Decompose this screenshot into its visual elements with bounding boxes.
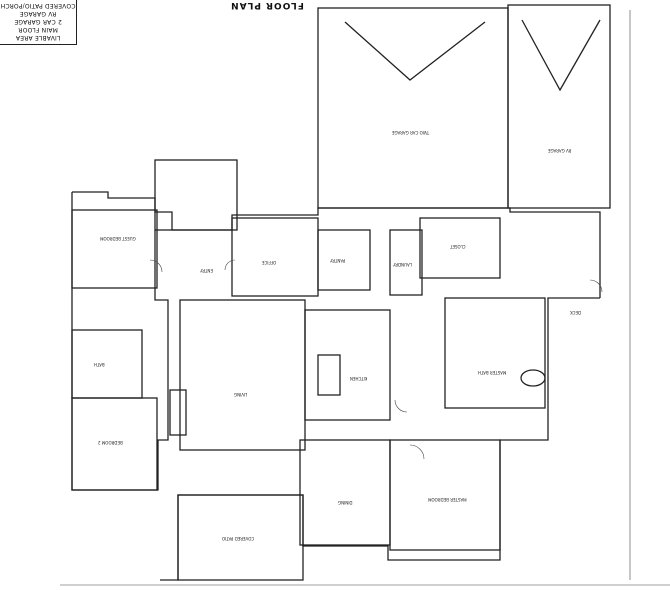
garage-door-hatch-right	[521, 19, 601, 92]
room-label-deck: DECK	[570, 310, 582, 315]
title-block-line-3: 2 CAR GARAGE	[14, 18, 62, 25]
bathtub	[520, 369, 546, 387]
master-bath-outline	[444, 297, 546, 409]
door-swing-4	[409, 444, 425, 460]
title-block-line-5: LIVABLE AREA	[15, 34, 61, 41]
dining-outline	[299, 439, 391, 546]
living-room-outline	[179, 299, 306, 451]
room-label-master-bedroom: MASTER BEDROOM	[428, 497, 467, 502]
master-closet-outline	[419, 217, 501, 279]
room-label-two-car-garage: TWO CAR GARAGE	[392, 130, 430, 135]
title-block-line-1: COVERED PATIO/PORCH	[0, 2, 76, 9]
door-swing-3	[394, 399, 408, 413]
room-label-kitchen: KITCHEN	[350, 376, 368, 381]
office-outline	[231, 217, 319, 297]
front-porch-outline	[154, 159, 238, 231]
door-swing-1	[149, 259, 163, 273]
room-label-covered-patio: COVERED PATIO	[222, 536, 255, 541]
room-label-rv-garage: RV GARAGE	[548, 148, 572, 153]
fireplace	[169, 389, 187, 436]
room-label-office: OFFICE	[262, 260, 277, 265]
guest-bedroom-outline	[71, 209, 158, 289]
room-label-pantry: PANTRY	[330, 258, 346, 263]
kitchen-island	[317, 354, 341, 396]
title-block-line-2: RV GARAGE	[19, 10, 57, 17]
title-block-line-4: MAIN FLOOR	[18, 26, 58, 33]
room-label-closet: CLOSET	[450, 244, 466, 249]
room-label-bedroom-2: BEDROOM 2	[98, 440, 123, 445]
two-car-garage-outline	[317, 7, 509, 209]
hall-bath-outline	[71, 329, 143, 399]
rv-garage-outline	[507, 4, 611, 209]
master-bedroom-outline	[389, 439, 501, 551]
plan-title: FLOOR PLAN	[230, 0, 304, 10]
covered-patio-outline	[177, 494, 304, 581]
room-label-master-bath: MASTER BATH	[478, 370, 507, 375]
room-label-living: LIVING	[234, 392, 248, 397]
room-label-dining: DINING	[338, 500, 353, 505]
title-block: COVERED PATIO/PORCH RV GARAGE 2 CAR GARA…	[0, 0, 77, 45]
room-label-bath: BATH	[94, 362, 105, 367]
room-label-entry: ENTRY	[200, 268, 213, 273]
door-swing-2	[224, 259, 236, 271]
door-swing-5	[589, 279, 603, 293]
pantry-outline	[317, 229, 371, 291]
garage-door-hatch-left	[344, 21, 486, 81]
laundry-outline	[389, 229, 423, 296]
room-label-laundry: LAUNDRY	[393, 262, 413, 267]
kitchen-outline	[304, 309, 391, 421]
room-label-guest-bedroom: GUEST BEDROOM	[100, 236, 136, 241]
